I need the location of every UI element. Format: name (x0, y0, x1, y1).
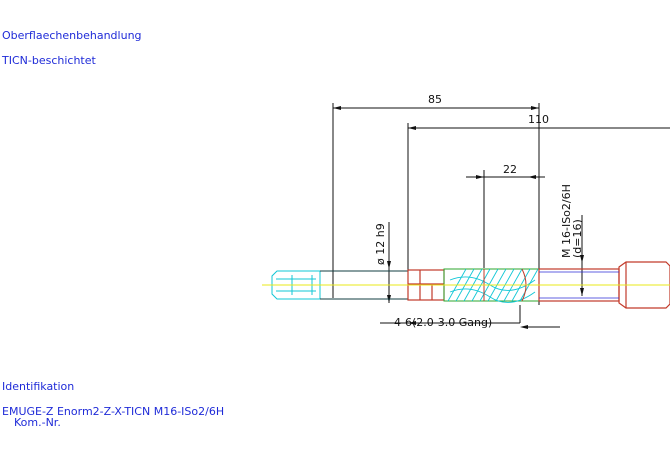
dim-shank-diameter: ø 12 h9 (374, 223, 387, 265)
tool-shank-outline (320, 270, 408, 300)
surface-treatment-label: Oberflaechenbehandlung (2, 29, 142, 42)
surface-treatment-value: TICN-beschichtet (2, 54, 96, 67)
identification-value: EMUGE-Z Enorm2-Z-X-TICN M16-ISo2/6H (2, 405, 225, 418)
dimension-arrows (333, 106, 584, 329)
dim-chamfer: 4-6(2.0-3.0 Gang) (394, 316, 492, 329)
identification-label: Identifikation (2, 380, 75, 393)
dim-thread-d: (d=16) (571, 219, 584, 258)
dim-22: 22 (503, 163, 517, 176)
dim-thread: M 16-ISo2/6H (560, 184, 573, 258)
dim-85: 85 (428, 93, 442, 106)
tool-holder-blue (539, 271, 619, 299)
dim-110: 110 (528, 113, 549, 126)
kom-nr-label: Kom.-Nr. (14, 416, 61, 429)
